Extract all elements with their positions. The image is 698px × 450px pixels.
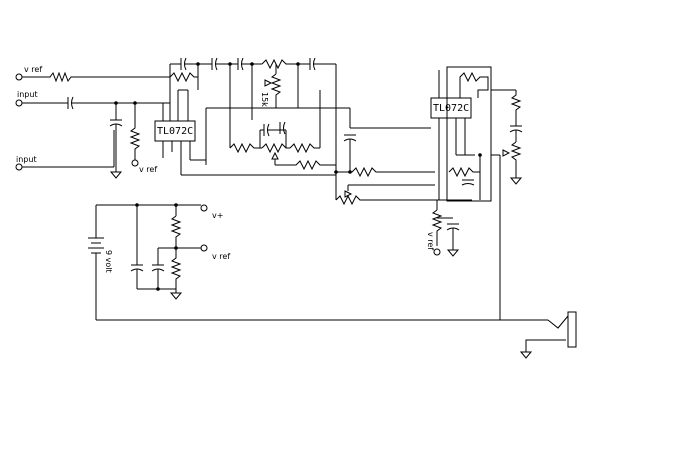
vref-top-label: v ref: [24, 65, 42, 74]
opamp-2-feedback-resistor: [459, 71, 489, 98]
divider-resistor-1: [170, 215, 182, 248]
mix-pot: [335, 194, 472, 206]
volume-pot-wiper: [502, 149, 511, 157]
mix-resistor-1: [336, 166, 435, 178]
opamp-1: TL072C: [154, 57, 210, 175]
opamp-2-feedback-loop: [446, 66, 492, 202]
ground-symbol-5: [169, 292, 183, 300]
bias-resistor: [129, 103, 141, 160]
power-supply: v+ 9 volt v ref: [88, 203, 500, 321]
tone-network: 15k: [181, 57, 350, 176]
tone-resistor-1: [229, 142, 262, 154]
opamp-2: TL072C v ref: [426, 66, 492, 257]
vref-input-resistor: [22, 71, 170, 83]
mix-section: [335, 108, 472, 206]
pot-15k: [270, 73, 282, 108]
tone-pot: [261, 142, 290, 154]
pot-15k-wiper: [264, 79, 273, 87]
output-section: [491, 89, 577, 359]
input-1-label: input: [17, 90, 38, 99]
input-2-label: input: [16, 155, 37, 164]
opamp-2-chip: [430, 97, 472, 119]
vref-1-terminal: [131, 159, 139, 167]
series-resistor-1: [261, 58, 298, 70]
opamp-2-label: TL072C: [433, 103, 469, 114]
battery-label: 9 volt: [104, 250, 113, 273]
vref-1-label: v ref: [139, 165, 157, 174]
divider-resistor-2: [170, 248, 182, 293]
mix-pot-wiper: [344, 190, 353, 198]
opamp-2-input-resistor: [448, 166, 480, 178]
vref-supply-terminal: [200, 244, 208, 252]
output-resistor: [510, 90, 522, 126]
input-section: v ref input v ref input: [15, 65, 170, 179]
vref-top-terminal: [15, 73, 23, 81]
vplus-label: v+: [212, 211, 223, 220]
vplus-terminal: [200, 204, 208, 212]
opamp-1-label: TL072C: [157, 126, 193, 137]
vref-2-label: v ref: [426, 232, 435, 250]
output-jack-sleeve: [525, 339, 566, 352]
input-1-terminal: [15, 99, 23, 107]
output-jack: [567, 311, 577, 348]
tone-resistor-3: [275, 159, 336, 171]
output-jack-tip: [547, 315, 569, 329]
ground-symbol-4: [519, 351, 533, 359]
volume-pot: [510, 141, 522, 178]
vref-2-resistor: [431, 209, 443, 246]
vref-supply-label: v ref: [212, 252, 230, 261]
ground-symbol-1: [109, 171, 123, 179]
feedback-resistor-1: [169, 71, 198, 83]
pot-15k-label: 15k: [260, 92, 269, 107]
vref-2-terminal: [433, 248, 441, 256]
opamp-1-chip: [154, 120, 196, 142]
tone-resistor-2: [289, 142, 320, 154]
input-2-terminal: [15, 163, 23, 171]
tone-pot-wiper: [271, 151, 279, 160]
ground-symbol-3: [509, 177, 523, 185]
ground-symbol-2: [446, 249, 460, 257]
